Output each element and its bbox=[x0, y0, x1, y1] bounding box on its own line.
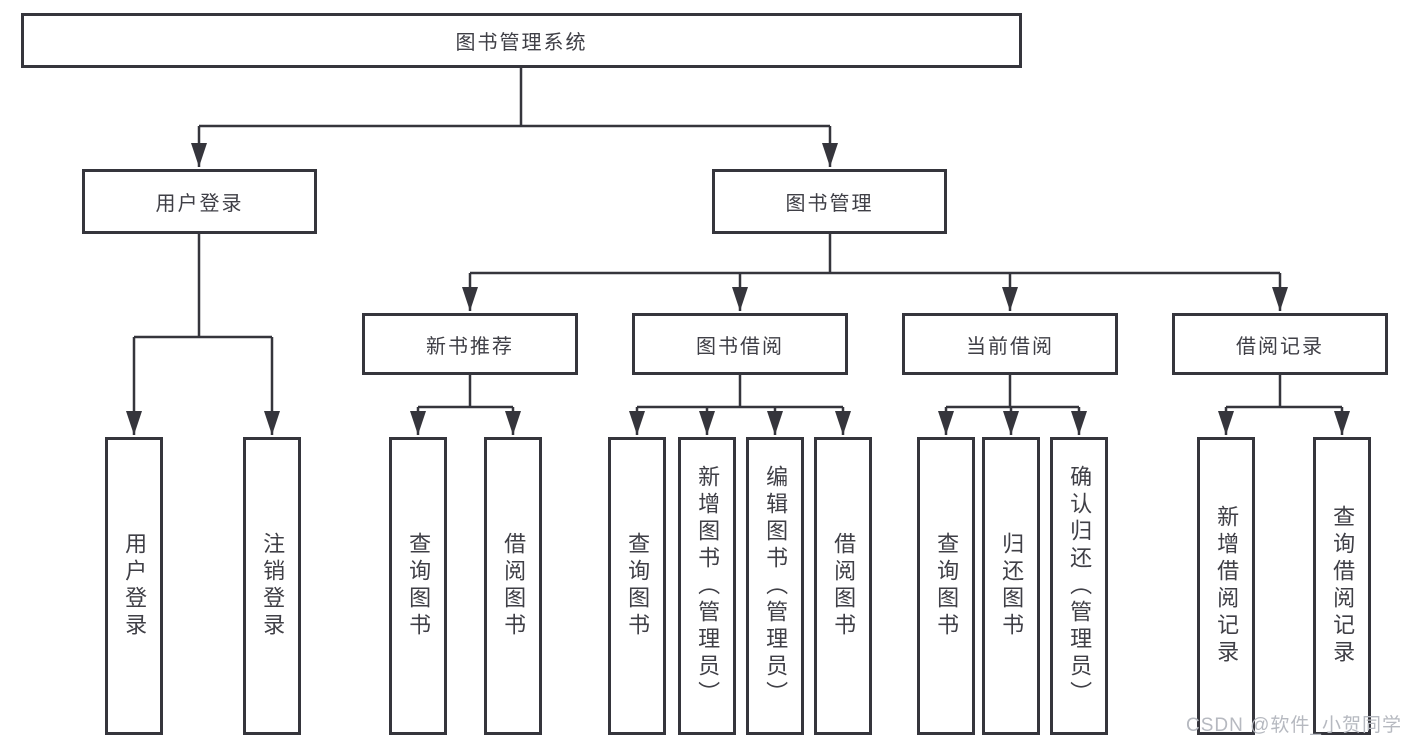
node-book-borrowing: 图书借阅 bbox=[632, 313, 848, 375]
edge-borrow-to-leaves bbox=[629, 374, 851, 435]
node-label: 确认归还（管理员） bbox=[1067, 464, 1093, 708]
edge-root-to-level2 bbox=[191, 67, 838, 167]
node-label: 借阅记录 bbox=[1236, 335, 1324, 358]
node-label: 归还图书 bbox=[999, 532, 1025, 640]
node-label: 用户登录 bbox=[122, 532, 148, 640]
node-borrowing-records: 借阅记录 bbox=[1172, 313, 1388, 375]
leaf-borrow-books: 借阅图书 bbox=[814, 437, 872, 735]
node-library-management-system: 图书管理系统 bbox=[21, 13, 1022, 68]
watermark: CSDN @软件_小贺同学 bbox=[1186, 715, 1402, 736]
node-label: 查询借阅记录 bbox=[1330, 505, 1356, 667]
node-label: 查询图书 bbox=[625, 532, 651, 640]
node-label: 当前借阅 bbox=[966, 335, 1054, 358]
node-label: 新增图书（管理员） bbox=[695, 464, 721, 708]
leaf-borrow-books-recommend: 借阅图书 bbox=[484, 437, 542, 735]
node-label: 图书借阅 bbox=[696, 335, 784, 358]
node-label: 新书推荐 bbox=[426, 335, 514, 358]
leaf-query-borrow-record: 查询借阅记录 bbox=[1313, 437, 1371, 735]
leaf-query-books-current: 查询图书 bbox=[917, 437, 975, 735]
edge-management-to-level3 bbox=[462, 233, 1288, 311]
edge-current-to-leaves bbox=[938, 374, 1087, 435]
node-label: 图书管理系统 bbox=[455, 32, 588, 54]
node-label: 查询图书 bbox=[934, 532, 960, 640]
edge-login-to-leaves bbox=[126, 233, 280, 435]
leaf-add-borrow-record: 新增借阅记录 bbox=[1197, 437, 1255, 735]
leaf-confirm-return-admin: 确认归还（管理员） bbox=[1050, 437, 1108, 735]
leaf-query-books-borrow: 查询图书 bbox=[608, 437, 666, 735]
node-label: 查询图书 bbox=[406, 532, 432, 640]
leaf-user-login: 用户登录 bbox=[105, 437, 163, 735]
leaf-query-books-recommend: 查询图书 bbox=[389, 437, 447, 735]
node-label: 新增借阅记录 bbox=[1214, 505, 1240, 667]
leaf-add-books-admin: 新增图书（管理员） bbox=[678, 437, 736, 735]
node-label: 借阅图书 bbox=[831, 532, 857, 640]
edge-newbooks-to-leaves bbox=[410, 374, 521, 435]
node-book-management: 图书管理 bbox=[712, 169, 947, 234]
leaf-logout: 注销登录 bbox=[243, 437, 301, 735]
leaf-edit-books-admin: 编辑图书（管理员） bbox=[746, 437, 804, 735]
node-label: 注销登录 bbox=[260, 532, 286, 640]
node-label: 编辑图书（管理员） bbox=[763, 464, 789, 708]
node-label: 借阅图书 bbox=[501, 532, 527, 640]
node-new-book-recommend: 新书推荐 bbox=[362, 313, 578, 375]
node-current-borrowing: 当前借阅 bbox=[902, 313, 1118, 375]
node-label: 用户登录 bbox=[155, 193, 244, 215]
node-label: 图书管理 bbox=[785, 193, 874, 215]
edge-records-to-leaves bbox=[1218, 374, 1350, 435]
leaf-return-books: 归还图书 bbox=[982, 437, 1040, 735]
node-user-login: 用户登录 bbox=[82, 169, 317, 234]
